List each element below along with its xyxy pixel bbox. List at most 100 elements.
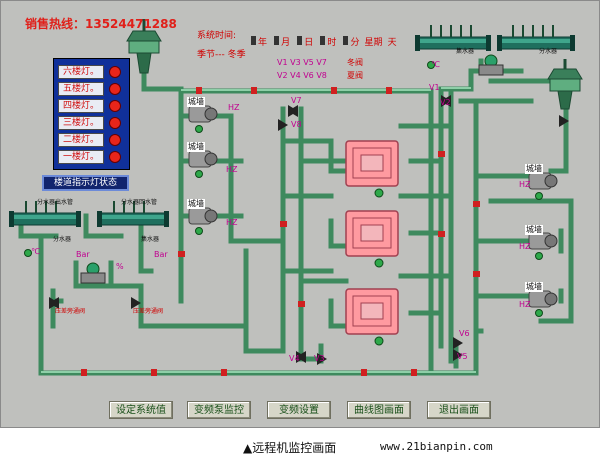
cooling-tower-left-icon: [126, 19, 162, 74]
bypass-right-label: 压差旁通阀: [133, 308, 164, 315]
pump-left-1-hz: HZ: [228, 103, 240, 112]
chiller-status-lights: [374, 188, 384, 346]
floor-row-3: 三楼灯。: [58, 116, 125, 130]
left-pressure-unit-a: Bar: [76, 250, 90, 259]
lamp-indicator-icon: [109, 151, 121, 163]
floor-label: 一楼灯。: [58, 150, 104, 164]
valve-v7-label: V7: [291, 96, 302, 105]
lamp-indicator-icon: [109, 100, 121, 112]
season-label: 季节--- 冬季: [197, 50, 246, 60]
caption-title: ▲远程机监控画面: [243, 441, 337, 455]
lamp-indicator-icon: [109, 66, 121, 78]
bypass-left-label: 压差旁通阀: [55, 308, 86, 315]
summer-valves-mode: 夏阀: [347, 71, 363, 80]
lamp-indicator-icon: [109, 83, 121, 95]
floor-label: 三楼灯。: [58, 116, 104, 130]
flow-markers: [81, 87, 480, 376]
pump-right-1-label: 城墙: [525, 164, 543, 174]
pump-right-2-hz: HZ: [519, 242, 531, 251]
scada-panel: 销售热线：13524471288 系统时间: 年 月 日 时 分 星期 天 季节…: [0, 0, 600, 428]
minute-digit: [343, 36, 349, 45]
pump-right-2-icon: [528, 232, 558, 250]
floor-label: 六楼灯。: [58, 65, 104, 79]
valve-symbols: [49, 95, 569, 365]
exit-screen-button[interactable]: 退出画面: [427, 401, 491, 419]
manifold-right-b: [497, 25, 575, 51]
month-digit: [274, 36, 280, 45]
month-label: 月: [281, 38, 291, 48]
pump-left-1-icon: [188, 105, 218, 123]
manifold-right-a: [415, 25, 491, 51]
minute-label: 分: [350, 38, 360, 48]
pump-right-3-hz: HZ: [519, 300, 531, 309]
chiller-unit-1-icon: [345, 140, 399, 187]
lamp-indicator-icon: [109, 117, 121, 129]
chiller-unit-2-icon: [345, 210, 399, 257]
pump-right-3-icon: [528, 290, 558, 308]
winter-valves: V1 V3 V5 V7: [277, 58, 327, 67]
hour-digit: [320, 36, 326, 45]
floor-label: 四楼灯。: [58, 99, 104, 113]
manifold-right-b-title: 分水器: [539, 48, 558, 55]
valve-v4-label: V4: [289, 354, 300, 363]
pressure-pump-left-icon: [80, 262, 106, 284]
hour-label: 时: [327, 38, 337, 48]
left-pressure-unit-b: Bar: [154, 250, 168, 259]
winter-valves-mode: 冬阀: [347, 58, 363, 67]
curve-chart-button[interactable]: 曲线图画面: [347, 401, 411, 419]
floor-row-2: 二楼灯。: [58, 133, 125, 147]
floor-lights-panel: 六楼灯。 五楼灯。 四楼灯。 三楼灯。 二楼灯。 一楼灯。: [53, 58, 130, 170]
cooling-tower-right-icon: [547, 59, 583, 110]
right-temp-unit: ℃: [431, 60, 440, 69]
floor-label: 二楼灯。: [58, 133, 104, 147]
left-percent-unit: %: [116, 262, 124, 271]
weekday-label: 天: [387, 38, 397, 48]
valve-v6-label: V6: [459, 329, 470, 338]
valve-v2-label: V2: [440, 98, 451, 107]
pump-right-2-label: 城墙: [525, 225, 543, 235]
caption-url: www.21bianpin.com: [380, 440, 493, 453]
pump-left-2-icon: [188, 150, 218, 168]
piping-diagram: [9, 19, 583, 376]
summer-valves: V2 V4 V6 V8: [277, 71, 327, 80]
floor-row-5: 五楼灯。: [58, 82, 125, 96]
manifold-left-b-short: 集水器: [141, 236, 160, 243]
manifold-left-b: [97, 201, 169, 227]
floor-label: 五楼灯。: [58, 82, 104, 96]
pump-left-3-icon: [188, 207, 218, 225]
manifold-left-b-title: 分水器回水管: [121, 199, 158, 206]
pump-left-2-hz: HZ: [226, 165, 238, 174]
pressure-pump-right-icon: [478, 54, 504, 76]
vfd-settings-button[interactable]: 变频设置: [267, 401, 331, 419]
system-time-label: 系统时间:: [197, 31, 237, 41]
valve-v3-label: V3: [314, 354, 325, 363]
week-label: 星期: [364, 38, 383, 48]
left-temp-unit: ℃: [31, 247, 40, 256]
chiller-unit-3-icon: [345, 288, 399, 335]
manifold-left-a-short: 分水器: [53, 236, 72, 243]
pump-left-2-label: 城墙: [187, 142, 205, 152]
lamp-indicator-icon: [109, 134, 121, 146]
vfd-pump-monitor-button[interactable]: 变频泵监控: [187, 401, 251, 419]
pump-status-lights: [24, 61, 543, 317]
pump-right-1-icon: [528, 172, 558, 190]
valve-v1-label: V1: [429, 83, 440, 92]
pump-left-3-label: 城墙: [187, 199, 205, 209]
sales-hotline: 销售热线：13524471288: [25, 17, 177, 31]
system-time-display: 年 月 日 时 分 星期 天: [249, 30, 397, 49]
corridor-lights-status-button[interactable]: 楼道指示灯状态: [42, 175, 129, 191]
valve-v8-label: V8: [291, 120, 302, 129]
floor-row-1: 一楼灯。: [58, 150, 125, 164]
manifold-left-a: [9, 201, 81, 227]
year-digit: [251, 36, 256, 45]
manifold-right-a-title: 集水器: [456, 48, 475, 55]
day-label: 日: [304, 38, 314, 48]
manifold-left-a-title: 分水器出水管: [37, 199, 74, 206]
year-label: 年: [258, 38, 268, 48]
pump-left-3-hz: HZ: [226, 218, 238, 227]
floor-row-6: 六楼灯。: [58, 65, 125, 79]
pump-right-1-hz: HZ: [519, 180, 531, 189]
pump-left-1-label: 城墙: [187, 97, 205, 107]
valve-v5-label: V5: [457, 352, 468, 361]
set-system-value-button[interactable]: 设定系统值: [109, 401, 173, 419]
